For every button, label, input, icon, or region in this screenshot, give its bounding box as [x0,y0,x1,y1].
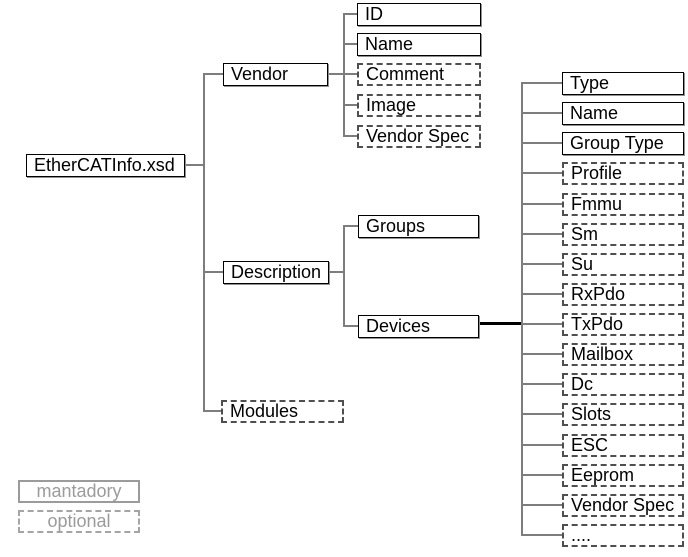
node-vendor: Vendor [223,63,328,86]
legend-mandatory: mantadory [18,480,140,503]
connector-to-ellipsis [521,534,562,536]
connector-trunk-to-description [203,271,223,273]
node-mailbox: Mailbox [562,343,684,366]
node-slots: Slots [562,403,684,426]
node-profile: Profile [562,162,684,185]
connector-to-image [343,104,357,106]
node-group-type: Group Type [562,132,684,155]
node-device-vendor-spec: Vendor Spec [562,494,684,517]
connector-trunk-to-vendor [203,73,223,75]
connector-to-vendor-name [343,43,357,45]
connector-devices-out [479,322,523,325]
legend-optional: optional [18,510,140,533]
trunk-devices-children [521,82,523,536]
node-description: Description [223,261,329,284]
connector-to-device-name [521,112,562,114]
connector-vendor-out [328,73,343,75]
trunk-vendor-children [343,13,345,137]
node-comment: Comment [357,63,481,86]
connector-trunk-to-modules [203,410,221,412]
node-ellipsis: .... [562,524,684,547]
connector-to-dc [521,383,562,385]
node-devices: Devices [358,315,479,338]
node-vendor-spec: Vendor Spec [357,125,481,148]
connector-to-su [521,263,562,265]
node-fmmu: Fmmu [562,193,684,216]
connector-to-fmmu [521,203,562,205]
node-vendor-name: Name [357,33,481,56]
node-rxpdo: RxPdo [562,283,684,306]
connector-to-eeprom [521,474,562,476]
trunk-description-children [343,225,345,327]
connector-to-rxpdo [521,293,562,295]
node-esc: ESC [562,434,684,457]
connector-to-mailbox [521,353,562,355]
connector-to-esc [521,444,562,446]
node-device-name: Name [562,102,684,125]
node-image: Image [357,94,481,117]
connector-to-type [521,82,562,84]
node-id: ID [357,3,481,26]
node-groups: Groups [358,215,479,238]
connector-to-devices [343,325,358,327]
node-sm: Sm [562,223,684,246]
node-type: Type [562,72,684,95]
connector-to-slots [521,413,562,415]
connector-description-out [329,271,343,273]
connector-to-txpdo [521,323,562,325]
node-su: Su [562,253,684,276]
node-txpdo: TxPdo [562,313,684,336]
connector-to-device-vendor-spec [521,504,562,506]
connector-to-group-type [521,142,562,144]
node-dc: Dc [562,373,684,396]
node-eeprom: Eeprom [562,464,684,487]
node-ethercatinfo-xsd: EtherCATInfo.xsd [26,154,185,177]
connector-to-sm [521,233,562,235]
connector-to-groups [343,225,358,227]
connector-to-id [343,13,357,15]
connector-to-profile [521,172,562,174]
connector-to-comment [343,73,357,75]
connector-root-to-trunk [185,164,203,166]
trunk-level1 [203,73,205,412]
node-modules: Modules [221,400,344,423]
connector-to-vendor-spec [343,135,357,137]
